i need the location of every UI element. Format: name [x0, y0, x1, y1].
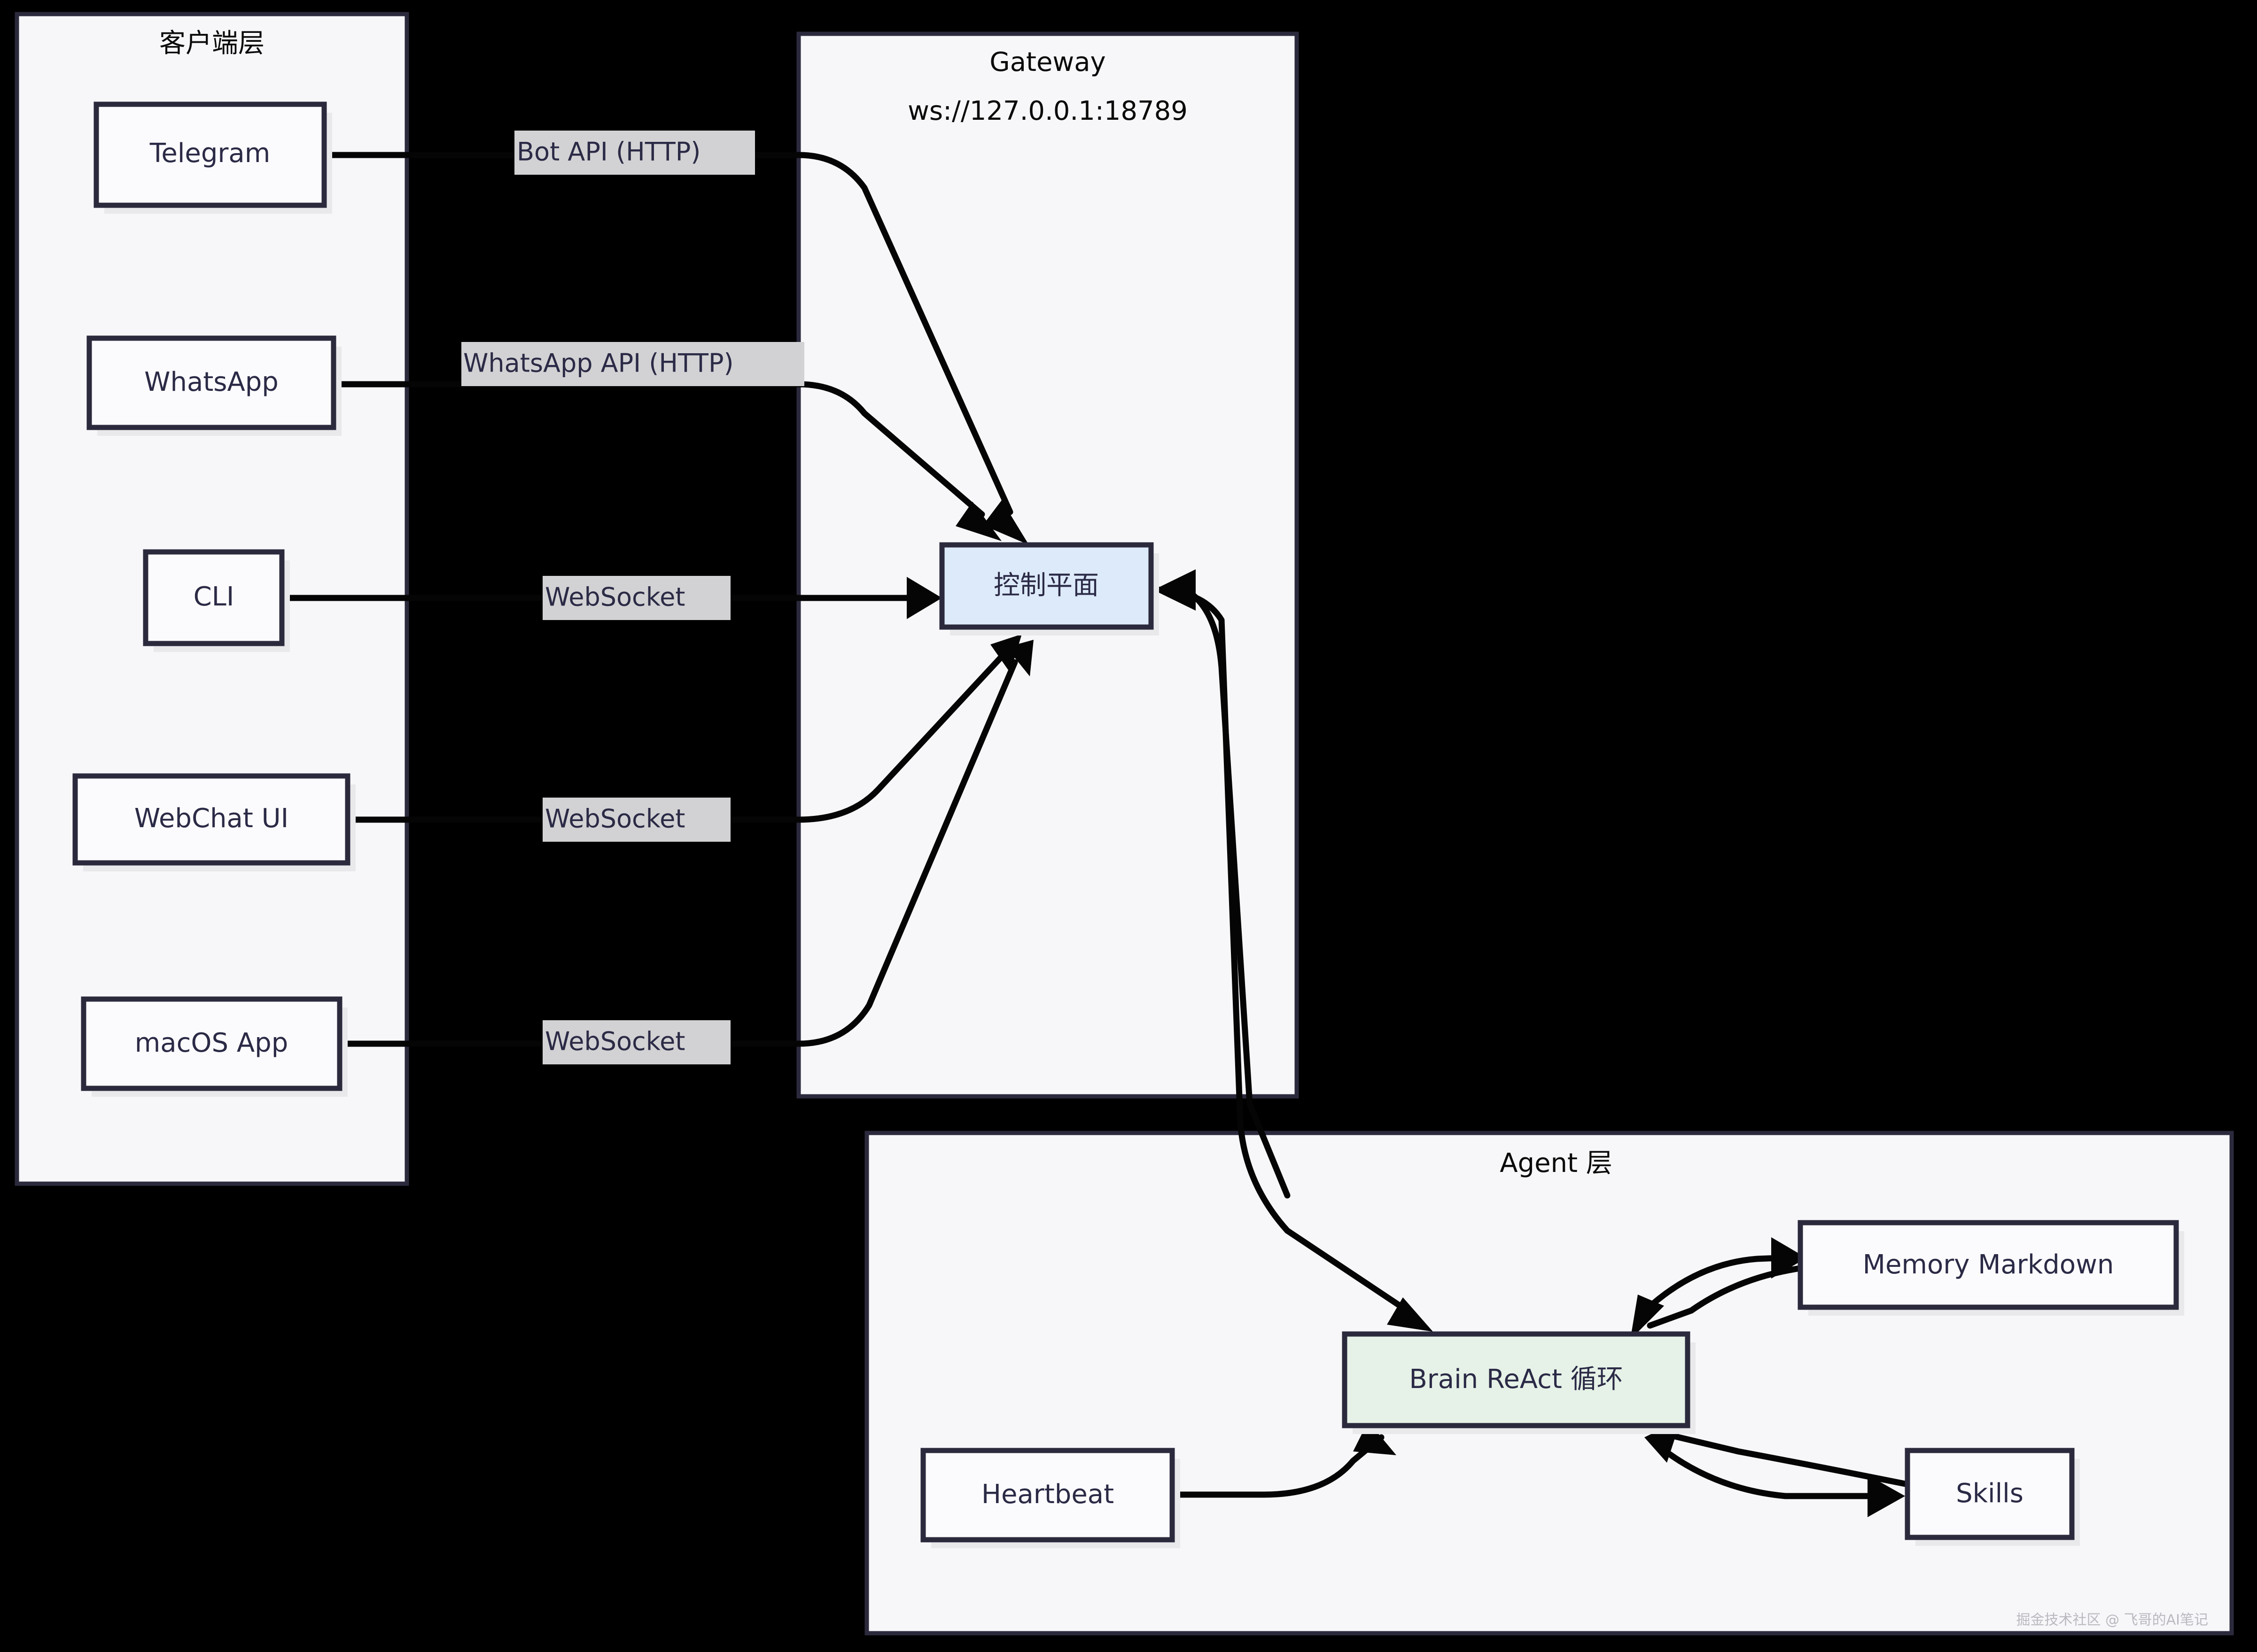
edge-label-websocket-webchat: WebSocket — [543, 798, 731, 842]
edge-label-websocket-cli: WebSocket — [543, 576, 731, 620]
arrowhead — [990, 634, 1022, 673]
node-control-plane[interactable]: 控制平面 — [939, 542, 1154, 630]
edge-label-whatsapp-api-text: WhatsApp API (HTTP) — [463, 349, 734, 378]
edge-label-bot-api: Bot API (HTTP) — [514, 131, 755, 175]
agent-layer-title: Agent 层 — [1500, 1148, 1612, 1179]
edge-webchat-to-control-plane — [344, 634, 1022, 823]
container-agent-layer[interactable]: Agent 层 — [864, 1131, 2234, 1636]
arrowhead — [1630, 1295, 1664, 1340]
node-telegram[interactable]: Telegram — [93, 101, 327, 208]
node-macos-app-label: macOS App — [135, 1028, 288, 1058]
edge-label-bot-api-text: Bot API (HTTP) — [517, 137, 700, 167]
edge-brain-to-control-plane — [1153, 569, 1291, 1199]
arrowhead — [1771, 1237, 1806, 1279]
node-memory-markdown[interactable]: Memory Markdown — [1798, 1220, 2179, 1310]
arrowhead — [983, 500, 1029, 545]
edge-label-websocket-webchat-text: WebSocket — [545, 804, 685, 834]
node-webchat-ui-label: WebChat UI — [134, 803, 288, 834]
edge-label-websocket-macos: WebSocket — [543, 1020, 731, 1064]
node-skills-box[interactable] — [1905, 1448, 2075, 1540]
edge-label-websocket-cli-text: WebSocket — [545, 582, 685, 612]
edge-label-bot-api-bg — [514, 131, 755, 175]
edge-label-whatsapp-api-bg — [461, 342, 804, 386]
node-control-plane-label: 控制平面 — [994, 570, 1099, 601]
watermark: 掘金技术社区 @ 飞哥的AI笔记 — [2016, 1612, 2208, 1629]
edge-macos-to-control-plane — [336, 640, 1034, 1047]
gateway-subtitle: ws://127.0.0.1:18789 — [908, 96, 1188, 126]
node-whatsapp-label: WhatsApp — [144, 367, 279, 397]
node-macos-app-box[interactable] — [81, 996, 342, 1091]
edge-label-whatsapp-api: WhatsApp API (HTTP) — [461, 342, 804, 386]
node-whatsapp[interactable]: WhatsApp — [86, 335, 336, 430]
node-memory-markdown-label: Memory Markdown — [1863, 1249, 2114, 1280]
edge-label-websocket-macos-bg — [543, 1020, 731, 1064]
client-layer-title: 客户端层 — [159, 28, 265, 59]
edge-label-websocket-cli-bg — [543, 576, 731, 620]
node-telegram-label: Telegram — [149, 138, 271, 169]
node-telegram-box[interactable] — [93, 101, 327, 208]
edge-memory-to-brain — [1630, 1265, 1804, 1340]
edge-label-websocket-webchat-bg — [543, 798, 731, 842]
arrowhead — [1153, 569, 1196, 611]
node-webchat-ui-box[interactable] — [72, 773, 350, 866]
node-heartbeat-label: Heartbeat — [981, 1479, 1114, 1510]
node-skills[interactable]: Skills — [1905, 1448, 2075, 1540]
node-cli-box[interactable] — [143, 549, 285, 646]
node-brain-react-label: Brain ReAct 循环 — [1409, 1364, 1623, 1395]
node-heartbeat[interactable]: Heartbeat — [920, 1448, 1175, 1543]
arrowhead — [956, 502, 1002, 541]
arrowhead — [1868, 1475, 1905, 1517]
node-skills-label: Skills — [1956, 1478, 2024, 1509]
node-heartbeat-box[interactable] — [920, 1448, 1175, 1543]
node-cli[interactable]: CLI — [143, 549, 285, 646]
node-whatsapp-box[interactable] — [86, 335, 336, 430]
node-brain-react[interactable]: Brain ReAct 循环 — [1342, 1331, 1690, 1428]
node-control-plane-box[interactable] — [939, 542, 1154, 630]
node-webchat-ui[interactable]: WebChat UI — [72, 773, 350, 866]
arrowhead — [1387, 1297, 1433, 1332]
edge-label-websocket-macos-text: WebSocket — [545, 1027, 685, 1056]
node-memory-markdown-box[interactable] — [1798, 1220, 2179, 1310]
edge-telegram-to-control-plane — [321, 152, 1029, 545]
node-brain-react-box[interactable] — [1342, 1331, 1690, 1428]
arrowhead — [1006, 640, 1034, 676]
edge-brain-to-skills — [1650, 1439, 1905, 1517]
edge-brain-to-memory — [1642, 1237, 1806, 1314]
node-cli-label: CLI — [194, 582, 234, 612]
gateway-title: Gateway — [989, 47, 1105, 78]
arrowhead — [907, 577, 942, 619]
node-macos-app[interactable]: macOS App — [81, 996, 342, 1091]
